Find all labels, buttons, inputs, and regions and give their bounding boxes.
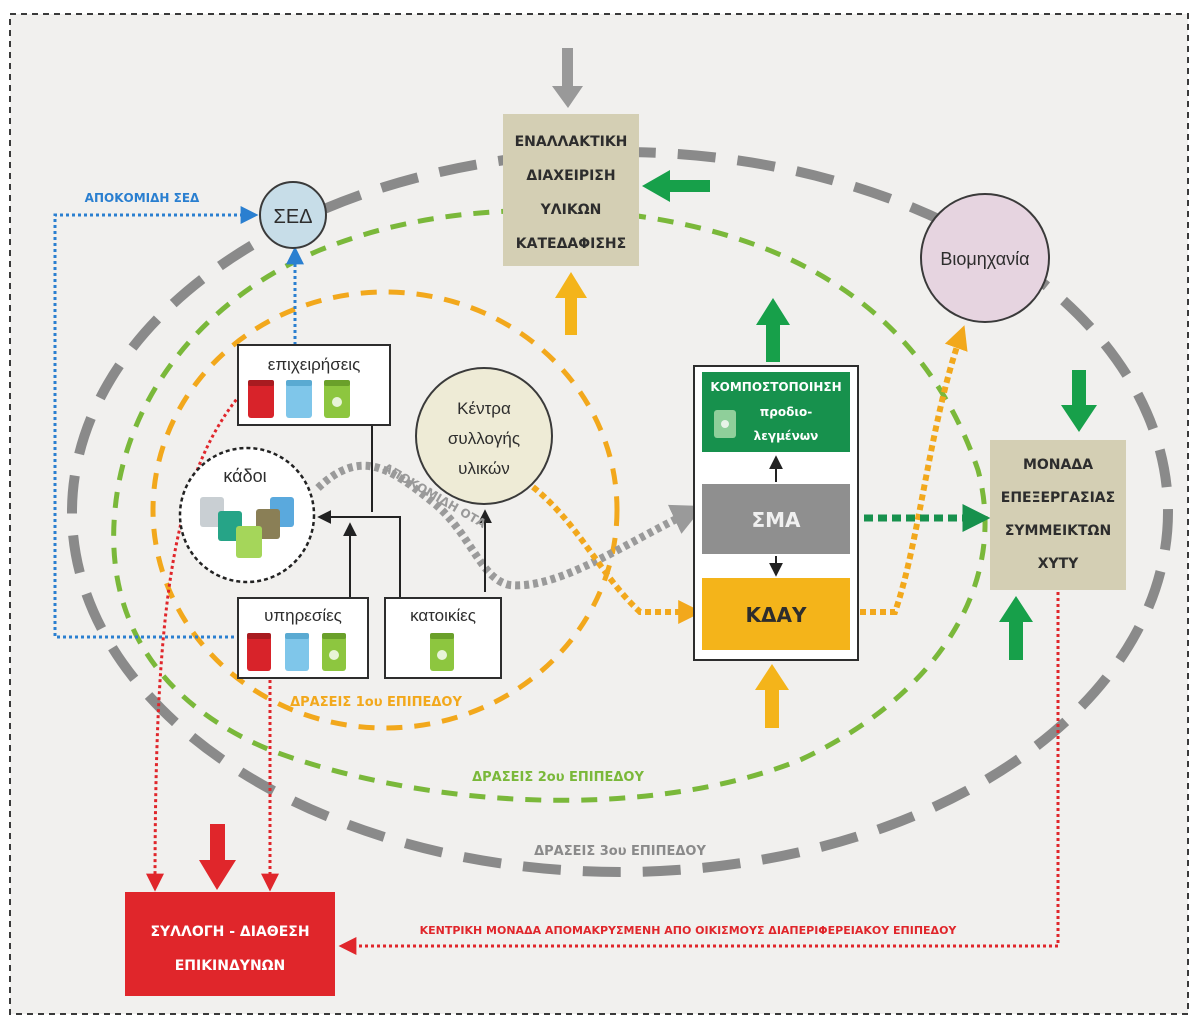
industry-label: Βιομηχανία <box>940 249 1029 269</box>
bin-green-icon <box>324 380 350 418</box>
bin-red-icon <box>247 633 271 671</box>
kentra-line-3: υλικών <box>458 459 510 478</box>
epixeiriseis-box: επιχειρήσεις <box>237 344 391 426</box>
bin-green-icon <box>322 633 346 671</box>
kentra-to-kdau-line <box>531 484 703 624</box>
kadoi-node: κάδοι <box>178 446 316 584</box>
green-arrow-compost-up <box>756 298 790 362</box>
sma-label: ΣΜΑ <box>751 508 801 532</box>
bins-cluster-icon <box>200 497 294 558</box>
ota-collection-line <box>315 461 704 590</box>
bin-blue-icon <box>286 380 312 418</box>
alt-management-line-3: ΥΛΙΚΩΝ <box>540 202 602 218</box>
kentra-line-1: Κέντρα <box>457 399 511 418</box>
bin-blue-icon <box>285 633 309 671</box>
orange-arrow-to-alt <box>555 272 587 335</box>
kdau-to-industry-line <box>850 325 968 615</box>
ypiresies-label: υπηρεσίες <box>264 606 342 625</box>
green-arrow-into-alt <box>642 170 710 202</box>
hazard-line-business <box>146 394 242 892</box>
ypiresies-box: υπηρεσίες <box>237 597 369 679</box>
katoikies-label: κατοικίες <box>410 606 476 625</box>
compost-title: ΚΟΜΠΟΣΤΟΠΟΙΗΣΗ <box>710 380 841 394</box>
kadoi-label: κάδοι <box>223 466 266 486</box>
katoikies-box: κατοικίες <box>384 597 502 679</box>
central-unit-line <box>338 592 1060 955</box>
compost-sub-1: προδιο- <box>760 405 812 419</box>
sed-collection-line <box>53 206 259 639</box>
orange-arrow-kdau-up <box>755 664 789 728</box>
bin-green-icon <box>430 633 454 671</box>
alt-management-line-1: ΕΝΑΛΛΑΚΤΙΚΗ <box>515 134 628 150</box>
level1-ring <box>150 289 620 731</box>
level1-label: ΔΡΑΣΕΙΣ 1ου ΕΠΙΠΕΔΟΥ <box>290 695 462 710</box>
green-arrow-down-monada <box>1061 370 1097 432</box>
compost-sub-2: λεγμένων <box>754 429 819 443</box>
industry-node: Βιομηχανία <box>920 193 1050 323</box>
monada-line-3: ΣΥΜΜΕΙΚΤΩΝ <box>1005 523 1111 539</box>
hazard-box: ΣΥΛΛΟΓΗ - ΔΙΑΘΕΣΗ ΕΠΙΚΙΝΔΥΝΩΝ <box>125 892 335 996</box>
kdau-box: ΚΔΑΥ <box>702 578 850 650</box>
diagram-border <box>9 13 1189 1015</box>
central-unit-label: ΚΕΝΤΡΙΚΗ ΜΟΝΑΔΑ ΑΠΟΜΑΚΡΥΣΜΕΝΗ ΑΠΟ ΟΙΚΙΣΜ… <box>420 924 958 937</box>
kentra-node: Κέντρα συλλογής υλικών <box>415 367 553 505</box>
alt-management-line-2: ΔΙΑΧΕΙΡΙΣΗ <box>526 168 615 184</box>
hazard-line-1: ΣΥΛΛΟΓΗ - ΔΙΑΘΕΣΗ <box>150 924 309 940</box>
monada-line-4: ΧΥΤΥ <box>1038 556 1079 572</box>
alt-management-box: ΕΝΑΛΛΑΚΤΙΚΗ ΔΙΑΧΕΙΡΙΣΗ ΥΛΙΚΩΝ ΚΑΤΕΔΑΦΙΣΗ… <box>503 114 639 266</box>
kentra-line-2: συλλογής <box>448 429 520 448</box>
green-arrow-up-monada <box>999 596 1033 660</box>
level2-label: ΔΡΑΣΕΙΣ 2ου ΕΠΙΠΕΔΟΥ <box>472 770 644 785</box>
sed-node: ΣΕΔ <box>259 181 327 249</box>
alt-management-line-4: ΚΑΤΕΔΑΦΙΣΗΣ <box>516 236 626 252</box>
monada-line-2: ΕΠΕΞΕΡΓΑΣΙΑΣ <box>1001 490 1115 506</box>
level3-label: ΔΡΑΣΕΙΣ 3ου ΕΠΙΠΕΔΟΥ <box>534 844 706 859</box>
compost-box: ΚΟΜΠΟΣΤΟΠΟΙΗΣΗ προδιο- λεγμένων <box>702 372 850 452</box>
gray-input-arrow <box>552 48 583 108</box>
sma-box: ΣΜΑ <box>702 484 850 554</box>
monada-line-1: ΜΟΝΑΔΑ <box>1023 457 1093 473</box>
sed-collection-label: ΑΠΟΚΟΜΙΔΗ ΣΕΔ <box>85 191 200 205</box>
monada-box: ΜΟΝΑΔΑ ΕΠΕΞΕΡΓΑΣΙΑΣ ΣΥΜΜΕΙΚΤΩΝ ΧΥΤΥ <box>990 440 1126 590</box>
kdau-label: ΚΔΑΥ <box>746 603 807 627</box>
epixeiriseis-label: επιχειρήσεις <box>268 355 361 374</box>
red-arrow-down-hazard <box>199 824 236 890</box>
sed-label: ΣΕΔ <box>273 206 312 228</box>
hazard-line-2: ΕΠΙΚΙΝΔΥΝΩΝ <box>175 958 286 974</box>
bin-red-icon <box>248 380 274 418</box>
